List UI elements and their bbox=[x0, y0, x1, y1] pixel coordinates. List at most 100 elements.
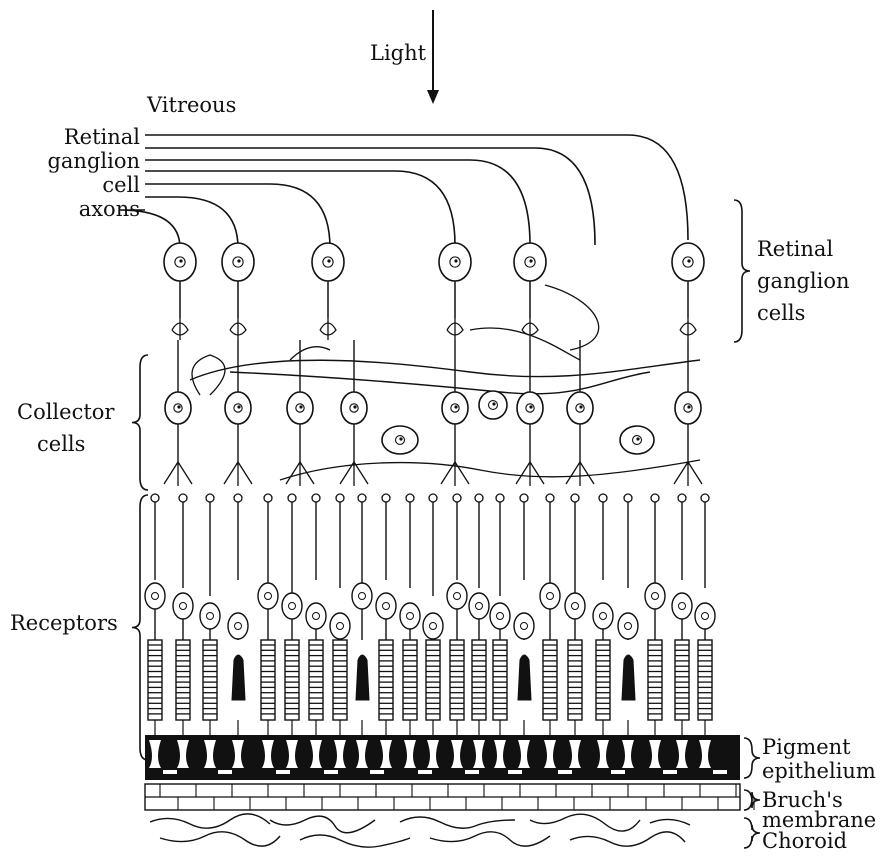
amacrine-cell bbox=[382, 426, 418, 454]
amacrine-cell bbox=[620, 426, 654, 454]
choroid-layer bbox=[150, 814, 690, 847]
choroid-vessel bbox=[150, 814, 270, 828]
rod-receptor bbox=[258, 494, 278, 748]
cone-receptor bbox=[514, 494, 534, 748]
pigment-granule bbox=[163, 770, 177, 774]
choroid-vessel bbox=[160, 832, 280, 846]
pigment-granule bbox=[508, 770, 522, 774]
rod-receptor bbox=[173, 494, 193, 748]
ganglion-brace bbox=[734, 200, 750, 342]
rod-receptor bbox=[376, 494, 396, 748]
collector-dendrite-fan bbox=[224, 462, 252, 486]
pigment-granule bbox=[713, 770, 727, 774]
bruch-brace bbox=[744, 790, 760, 810]
collector-dendrite-fan bbox=[674, 462, 702, 486]
collector-brace bbox=[132, 355, 148, 490]
pigment-label-line-1: Pigment bbox=[762, 736, 851, 758]
amacrine-cell bbox=[479, 391, 507, 419]
vitreous-label: Vitreous bbox=[147, 94, 236, 116]
cone-receptor bbox=[618, 494, 638, 748]
rod-receptor bbox=[400, 494, 420, 748]
ganglion-cell bbox=[222, 243, 254, 281]
choroid-vessel bbox=[530, 814, 640, 831]
choroid-vessel bbox=[400, 817, 515, 828]
rod-receptor bbox=[423, 494, 443, 748]
rod-receptor bbox=[565, 494, 585, 748]
cone-receptor bbox=[352, 494, 372, 748]
pigment-granule bbox=[611, 770, 625, 774]
rod-receptor bbox=[282, 494, 302, 748]
collector-dendrite-fan bbox=[566, 462, 594, 486]
fiber-arc bbox=[290, 347, 330, 360]
pigment-granule bbox=[276, 770, 290, 774]
collector-cells-label-line-2: cells bbox=[37, 433, 85, 455]
ganglion-cell bbox=[164, 243, 196, 281]
light-label: Light bbox=[370, 42, 426, 64]
collector-dendrite-fan bbox=[164, 462, 192, 486]
axon-line bbox=[145, 171, 455, 245]
collector-dendrite-fan bbox=[516, 462, 544, 486]
fiber-arc bbox=[545, 285, 599, 350]
receptors-brace bbox=[132, 495, 148, 760]
receptors-label: Receptors bbox=[10, 612, 118, 634]
axon-label-line-2: ganglion bbox=[47, 150, 140, 172]
collector-cell-layer bbox=[164, 340, 702, 486]
fiber-loop bbox=[192, 355, 225, 395]
axon-line bbox=[145, 197, 238, 248]
ganglion-cell bbox=[439, 243, 471, 281]
rod-receptor bbox=[540, 494, 560, 748]
choroid-vessel bbox=[570, 832, 685, 846]
ganglion-cells-label-line-1: Retinal bbox=[757, 238, 833, 260]
collector-cell bbox=[225, 392, 251, 424]
choroid-brace bbox=[744, 818, 760, 848]
pigment-granule bbox=[218, 770, 232, 774]
choroid-vessel bbox=[430, 832, 550, 846]
horizontal-fiber bbox=[190, 360, 700, 380]
cone-receptor bbox=[228, 494, 248, 748]
horizontal-fiber bbox=[230, 372, 650, 394]
ganglion-cell bbox=[672, 243, 704, 281]
receptor-layer bbox=[145, 494, 715, 748]
axon-line bbox=[145, 160, 530, 245]
ganglion-cell bbox=[514, 243, 546, 281]
pigment-granule bbox=[465, 770, 479, 774]
choroid-vessel bbox=[650, 819, 690, 825]
axon-label-line-4: axons bbox=[79, 198, 140, 220]
rod-receptor bbox=[490, 494, 510, 748]
rod-receptor bbox=[593, 494, 613, 748]
ganglion-axons bbox=[120, 135, 688, 248]
collector-cell bbox=[165, 392, 191, 424]
rod-receptor bbox=[447, 494, 467, 748]
rod-receptor bbox=[672, 494, 692, 748]
pigment-granule bbox=[324, 770, 338, 774]
axon-label-line-3: cell bbox=[102, 174, 140, 196]
axon-line bbox=[145, 135, 688, 240]
rod-receptor bbox=[200, 494, 220, 748]
rod-receptor bbox=[695, 494, 715, 748]
choroid-label: Choroid bbox=[762, 830, 847, 852]
collector-cell bbox=[442, 392, 468, 424]
pigment-granule bbox=[663, 770, 677, 774]
collector-cell bbox=[675, 392, 701, 424]
rod-receptor bbox=[645, 494, 665, 748]
collector-cells-label-line-1: Collector bbox=[17, 401, 114, 423]
light-arrow bbox=[427, 10, 439, 104]
bruch-label-line-2: membrane bbox=[762, 809, 876, 831]
ganglion-cell bbox=[312, 243, 344, 281]
axon-label-line-1: Retinal bbox=[64, 126, 140, 148]
ganglion-cells-label-line-2: ganglion bbox=[757, 270, 850, 292]
collector-cell bbox=[567, 392, 593, 424]
choroid-vessel bbox=[270, 816, 375, 833]
pigment-granule bbox=[370, 770, 384, 774]
choroid-vessel bbox=[300, 835, 410, 847]
plexiform-fiber bbox=[280, 460, 700, 480]
ganglion-cells-label-line-3: cells bbox=[757, 302, 805, 324]
collector-cell bbox=[517, 392, 543, 424]
rod-receptor bbox=[469, 494, 489, 748]
pigment-epithelium-layer bbox=[145, 735, 740, 780]
ganglion-cell-layer bbox=[164, 243, 704, 395]
pigment-granule bbox=[418, 770, 432, 774]
collector-cell bbox=[341, 392, 367, 424]
collector-cell bbox=[287, 392, 313, 424]
